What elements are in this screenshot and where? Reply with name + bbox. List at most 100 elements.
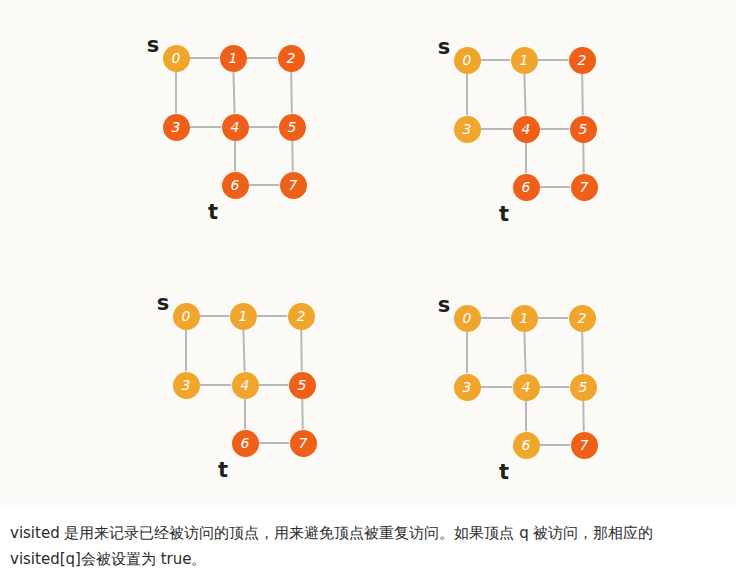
vertex-number: 6 — [241, 436, 250, 450]
graph-edge — [482, 386, 512, 388]
vertex-tag: s — [438, 295, 451, 316]
vertex-number: 2 — [578, 53, 587, 67]
graph-edge — [482, 128, 512, 130]
graph-edge — [290, 72, 293, 112]
vertex-number: 7 — [580, 438, 589, 452]
graph-vertex: 4 — [513, 116, 540, 143]
graph-edge — [244, 400, 246, 429]
graph-vertex: 3 — [163, 114, 190, 141]
vertex-number: 1 — [229, 51, 238, 65]
vertex-number: 7 — [289, 178, 298, 192]
graph-edge — [581, 74, 584, 114]
vertex-number: 2 — [297, 309, 306, 323]
graph-vertex: 6 — [513, 174, 540, 201]
vertex-number: 0 — [182, 309, 191, 323]
graph-edge — [482, 317, 510, 319]
vertex-number: 2 — [578, 311, 587, 325]
vertex-number: 7 — [580, 180, 589, 194]
graph-edge — [250, 184, 279, 186]
graph-edge — [233, 72, 234, 112]
graph-vertex: 5 — [279, 114, 306, 141]
vertex-number: 3 — [172, 120, 181, 134]
graph-edge — [582, 401, 585, 430]
graph-vertex: 6 — [222, 172, 249, 199]
graph-edge — [524, 74, 525, 114]
vertex-number: 4 — [231, 120, 240, 134]
graph-edge — [300, 330, 303, 370]
graph-vertex: 7 — [571, 432, 598, 459]
graph-edge — [201, 384, 231, 386]
graph-edge — [466, 333, 468, 373]
graph-edge — [539, 317, 568, 319]
graph-vertex: 3 — [173, 372, 200, 399]
graph-edge — [191, 126, 221, 128]
graph-vertex: 4 — [232, 372, 259, 399]
figure-ground — [0, 0, 736, 505]
graph-vertex: 3 — [454, 374, 481, 401]
graph-vertex: 0 — [454, 47, 481, 74]
vertex-number: 3 — [463, 122, 472, 136]
graph-edge — [260, 384, 288, 386]
graph-vertex: 7 — [571, 174, 598, 201]
graph-edge — [541, 186, 570, 188]
graph-edge — [201, 315, 229, 317]
vertex-number: 5 — [579, 380, 588, 394]
vertex-number: 0 — [463, 311, 472, 325]
vertex-tag: t — [499, 462, 509, 483]
graph-edge — [291, 141, 294, 170]
vertex-number: 6 — [522, 180, 531, 194]
vertex-tag: t — [218, 460, 228, 481]
graph-edge — [258, 315, 287, 317]
vertex-number: 1 — [239, 309, 248, 323]
graph-vertex: 6 — [513, 432, 540, 459]
graph-edge — [525, 144, 527, 173]
graph-vertex: 1 — [220, 45, 247, 72]
graph-vertex: 5 — [570, 116, 597, 143]
graph-edge — [539, 59, 568, 61]
graph-vertex: 2 — [288, 303, 315, 330]
vertex-number: 3 — [182, 378, 191, 392]
vertex-number: 4 — [241, 378, 250, 392]
graph-vertex: 2 — [569, 305, 596, 332]
graph-vertex: 0 — [163, 45, 190, 72]
vertex-tag: s — [438, 37, 451, 58]
vertex-tag: s — [147, 35, 160, 56]
vertex-tag: s — [157, 293, 170, 314]
vertex-number: 4 — [522, 380, 531, 394]
vertex-number: 6 — [231, 178, 240, 192]
caption-text: visited 是用来记录已经被访问的顶点，用来避免顶点被重复访问。如果顶点 q… — [10, 520, 726, 573]
vertex-number: 5 — [288, 120, 297, 134]
graph-vertex: 5 — [289, 372, 316, 399]
graph-edge — [525, 402, 527, 431]
vertex-number: 3 — [463, 380, 472, 394]
graph-edge — [250, 126, 278, 128]
vertex-number: 0 — [172, 51, 181, 65]
vertex-number: 5 — [298, 378, 307, 392]
vertex-number: 1 — [520, 53, 529, 67]
graph-vertex: 2 — [569, 47, 596, 74]
graph-edge — [191, 57, 219, 59]
graph-edge — [541, 128, 569, 130]
vertex-number: 5 — [579, 122, 588, 136]
graph-edge — [466, 75, 468, 115]
graph-vertex: 1 — [230, 303, 257, 330]
graph-vertex: 7 — [280, 172, 307, 199]
graph-edge — [301, 399, 304, 428]
graph-vertex: 3 — [454, 116, 481, 143]
vertex-tag: t — [208, 202, 218, 223]
vertex-number: 7 — [299, 436, 308, 450]
graph-vertex: 5 — [570, 374, 597, 401]
graph-edge — [482, 59, 510, 61]
vertex-number: 0 — [463, 53, 472, 67]
graph-edge — [582, 143, 585, 172]
graph-vertex: 4 — [222, 114, 249, 141]
graph-vertex: 1 — [511, 47, 538, 74]
graph-edge — [581, 332, 584, 372]
graph-vertex: 6 — [232, 430, 259, 457]
graph-edge — [243, 330, 244, 370]
graph-edge — [524, 332, 525, 372]
graph-edge — [541, 444, 570, 446]
graph-edge — [175, 73, 177, 113]
graph-edge — [185, 331, 187, 371]
graph-edge — [234, 142, 236, 171]
